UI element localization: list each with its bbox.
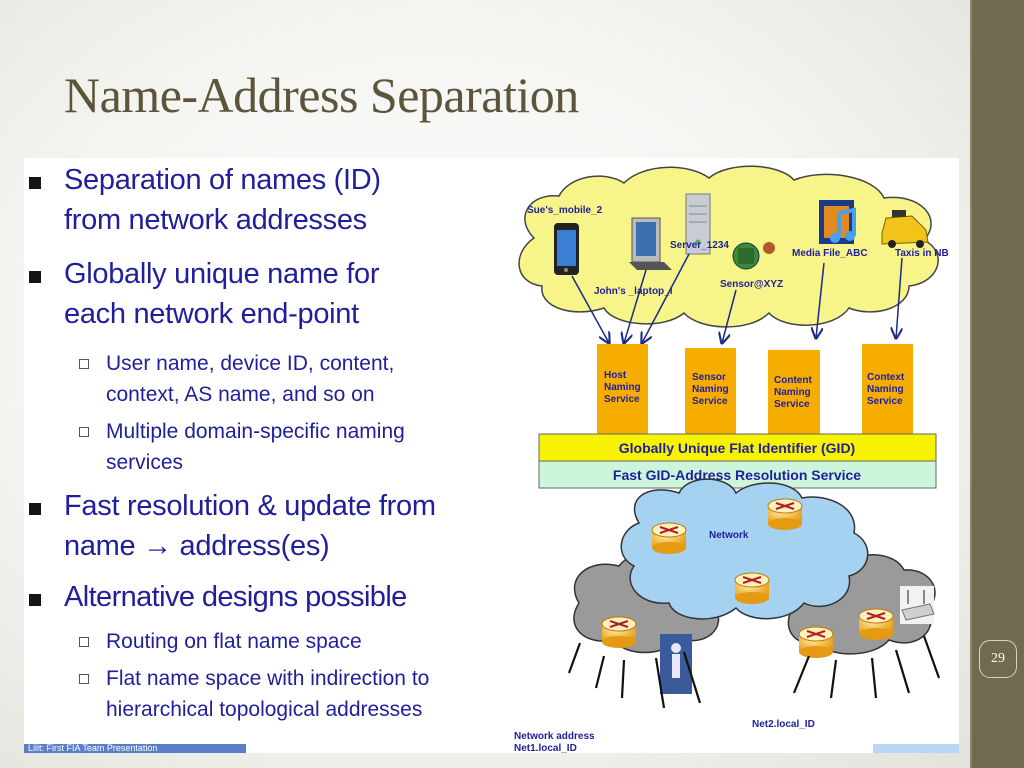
service-label: Naming [692,384,729,395]
sensor-naming-service-box [685,348,736,436]
service-label: Content [774,375,812,386]
network-address-label: Network address [514,731,595,742]
service-label: Sensor [692,372,726,383]
router-icon [798,626,834,658]
bullet-list: Separation of names (ID)from network add… [24,158,514,753]
device-label: Server_1234 [670,240,729,251]
device-label: John's _laptop_I [594,286,673,297]
architecture-diagram: Sue's_mobile_2 John's _laptop_I Server_1… [514,165,949,753]
server-icon [685,193,711,255]
sensor-icon [732,242,775,270]
router-icon [858,608,894,640]
bullet-text: Separation of names (ID)from network add… [64,164,381,236]
service-label: Service [867,396,903,407]
bullet-square-icon [29,271,41,283]
sidebar-edge [970,0,972,768]
device-label: Media File_ABC [792,248,868,259]
service-label: Host [604,370,627,381]
service-label: Service [692,396,728,407]
taxi-icon [881,210,929,248]
network-label: Network [709,530,749,541]
footer-strip-right [873,744,959,753]
router-icon [601,616,637,648]
resolution-bar-label: Fast GID-Address Resolution Service [613,467,861,483]
service-label: Naming [774,387,811,398]
host-naming-service-box [597,344,648,436]
network-cloud [620,478,869,620]
sub-bullet-text: Routing on flat name space [106,630,362,653]
bullet-text: Alternative designs possible [64,581,407,613]
device-label: Taxis in NB [895,248,949,259]
sub-bullet-box-icon [79,427,89,437]
sub-bullet-box-icon [79,674,89,684]
content-naming-service-box [768,350,820,436]
slide-title: Name-Address Separation [64,67,579,123]
net2-local-id-label: Net2.local_ID [752,719,815,730]
content-panel: Separation of names (ID)from network add… [24,158,959,753]
bullet-square-icon [29,503,41,515]
context-naming-service-box [862,344,913,436]
laptop-icon [629,217,672,270]
device-label: Sensor@XYZ [720,279,783,290]
sub-bullet-box-icon [79,359,89,369]
gid-bar-label: Globally Unique Flat Identifier (GID) [619,440,855,456]
page-number: 29 [979,640,1017,678]
service-label: Naming [604,382,641,393]
service-label: Naming [867,384,904,395]
mapping-arrows [571,253,902,343]
device-label: Sue's_mobile_2 [527,205,603,216]
net1-local-id-label: Net1.local_ID [514,743,577,753]
service-label: Service [604,394,640,405]
service-label: Service [774,399,810,410]
router-icon [651,522,687,554]
bullet-square-icon [29,594,41,606]
footer-strip: Lilit: First FIA Team Presentation [24,744,246,753]
bullet-square-icon [29,177,41,189]
sub-bullet-box-icon [79,637,89,647]
media-file-icon [819,200,856,244]
end-host-links [567,635,941,709]
service-label: Context [867,372,905,383]
sub-bullet-text: User name, device ID, content,context, A… [106,352,395,406]
wireless-access-point-icon [900,586,935,624]
router-icon [734,572,770,604]
mobile-phone-icon [554,223,579,275]
resolution-bar [538,460,937,489]
router-icon [767,498,803,530]
